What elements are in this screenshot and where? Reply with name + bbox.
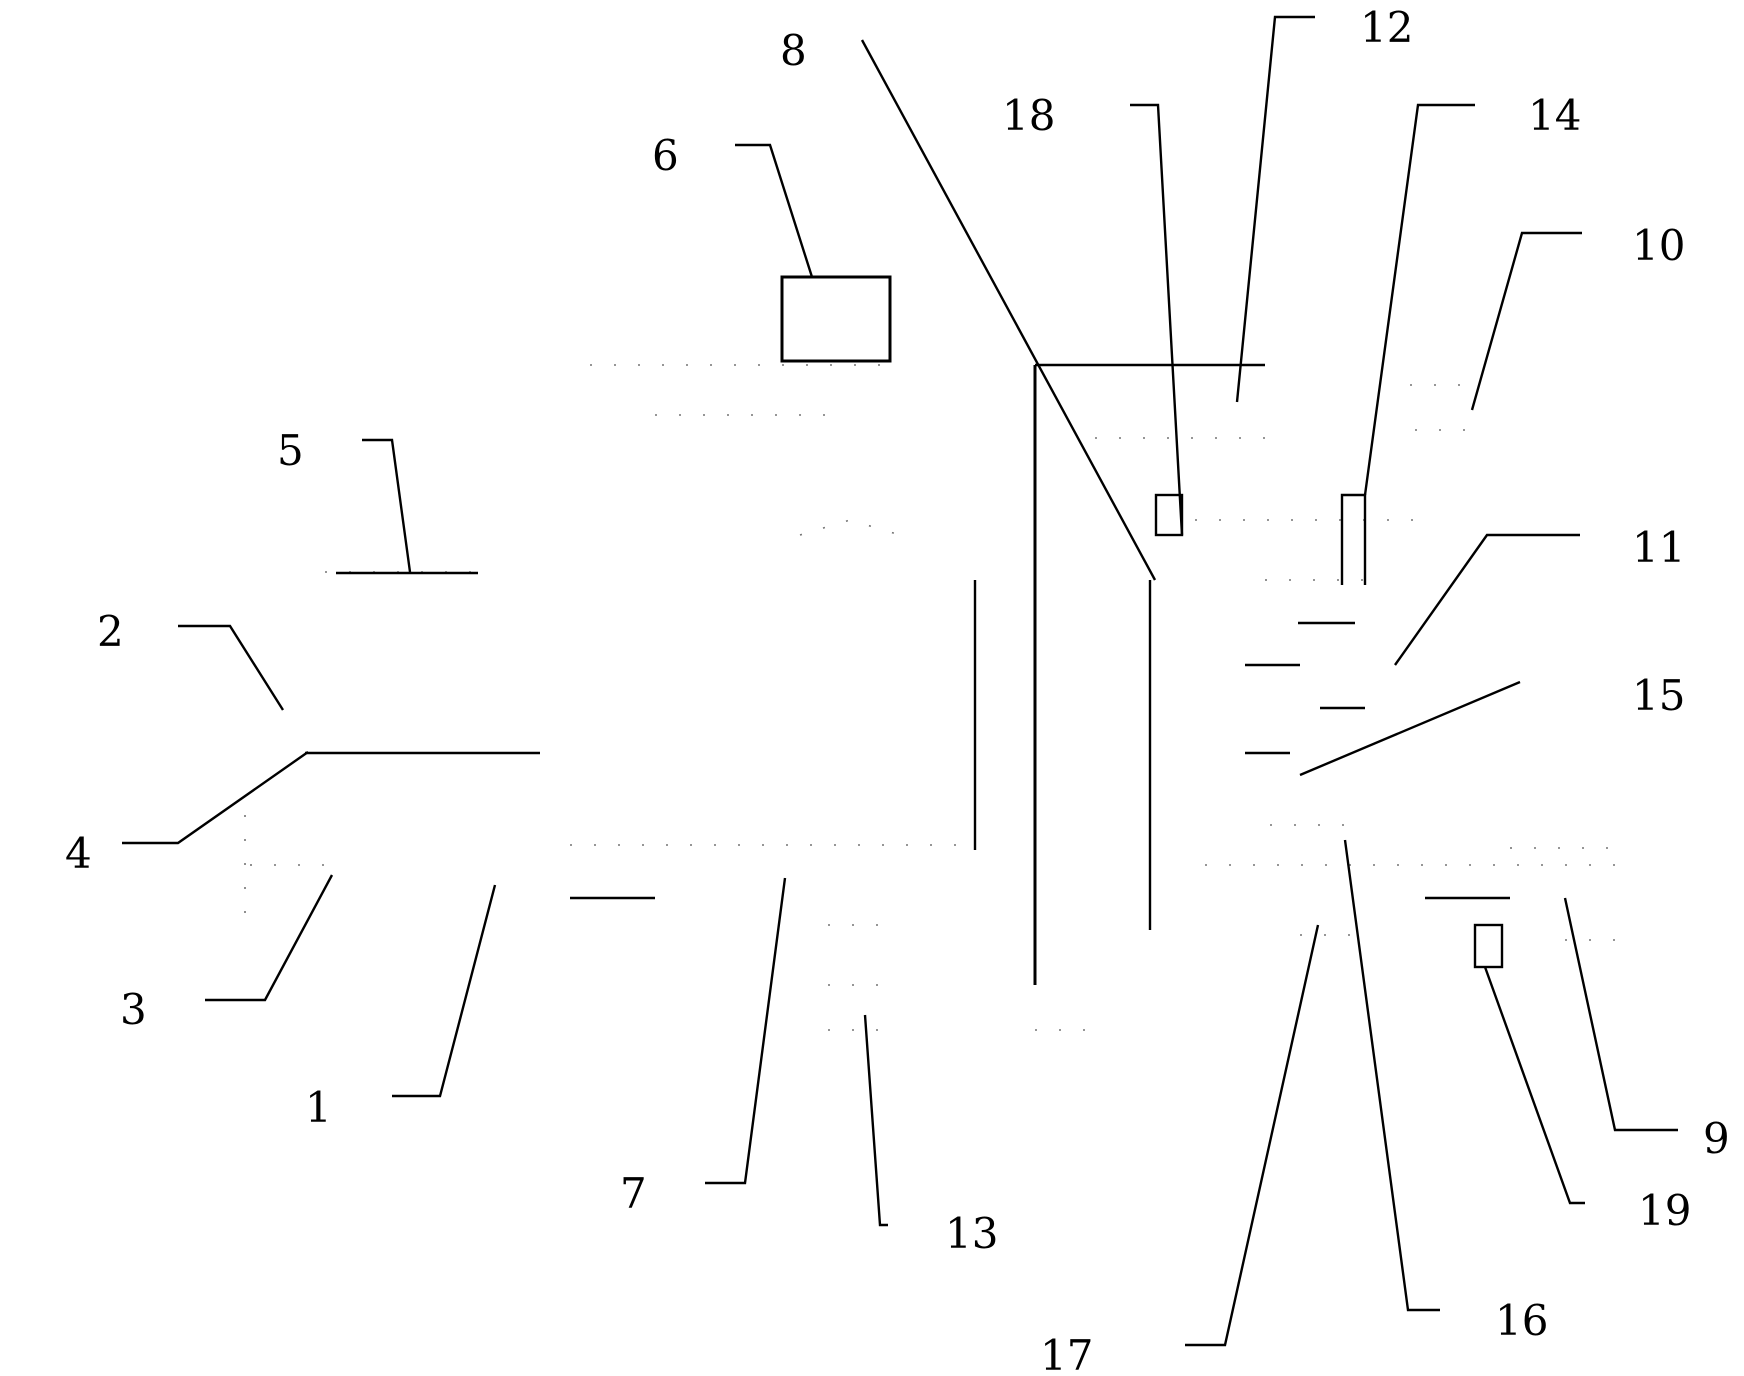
callout-16: 16 xyxy=(1495,1296,1548,1345)
callout-13: 13 xyxy=(945,1209,998,1258)
leader-3 xyxy=(205,874,334,1002)
leader-17 xyxy=(1185,924,1320,1347)
leader-5 xyxy=(362,438,412,573)
leader-1 xyxy=(392,884,497,1098)
leader-8 xyxy=(860,39,1157,581)
part-14-slot xyxy=(1340,493,1367,585)
callout-7: 7 xyxy=(620,1169,647,1218)
part-18-block xyxy=(1154,493,1184,537)
leader-13 xyxy=(863,1014,888,1227)
leader-4 xyxy=(122,751,309,845)
callout-18: 18 xyxy=(1002,91,1055,140)
leader-15 xyxy=(1299,680,1521,777)
callout-4: 4 xyxy=(65,829,92,878)
leader-7 xyxy=(705,877,787,1185)
callout-9: 9 xyxy=(1703,1114,1730,1163)
callout-8: 8 xyxy=(780,26,807,75)
callout-19: 19 xyxy=(1638,1186,1691,1235)
callout-12: 12 xyxy=(1360,3,1413,52)
leader-19 xyxy=(1483,966,1585,1205)
leader-18 xyxy=(1130,103,1184,536)
part-6-box xyxy=(780,275,892,363)
callout-3: 3 xyxy=(120,985,147,1034)
leader-9 xyxy=(1563,897,1678,1132)
callout-5: 5 xyxy=(277,426,304,475)
part-19-block xyxy=(1473,923,1504,969)
leader-11 xyxy=(1394,533,1580,666)
callout-17: 17 xyxy=(1040,1331,1093,1376)
leader-12 xyxy=(1235,15,1315,403)
component-parts xyxy=(305,275,1510,985)
callout-2: 2 xyxy=(97,607,124,656)
callout-6: 6 xyxy=(652,131,679,180)
leader-10 xyxy=(1470,231,1582,411)
callout-15: 15 xyxy=(1632,671,1685,720)
callout-14: 14 xyxy=(1528,91,1581,140)
callout-11: 11 xyxy=(1632,523,1685,572)
callout-10: 10 xyxy=(1632,221,1685,270)
leader-lines xyxy=(122,15,1678,1347)
callout-1: 1 xyxy=(305,1083,332,1132)
leader-6 xyxy=(735,143,814,278)
faint-apparatus-outline xyxy=(244,364,1630,1031)
leader-14 xyxy=(1363,103,1475,496)
callout-labels: 1 2 3 4 5 6 7 8 9 10 11 12 13 14 15 16 1… xyxy=(65,3,1730,1376)
leader-16 xyxy=(1343,839,1440,1312)
leader-2 xyxy=(178,624,285,711)
